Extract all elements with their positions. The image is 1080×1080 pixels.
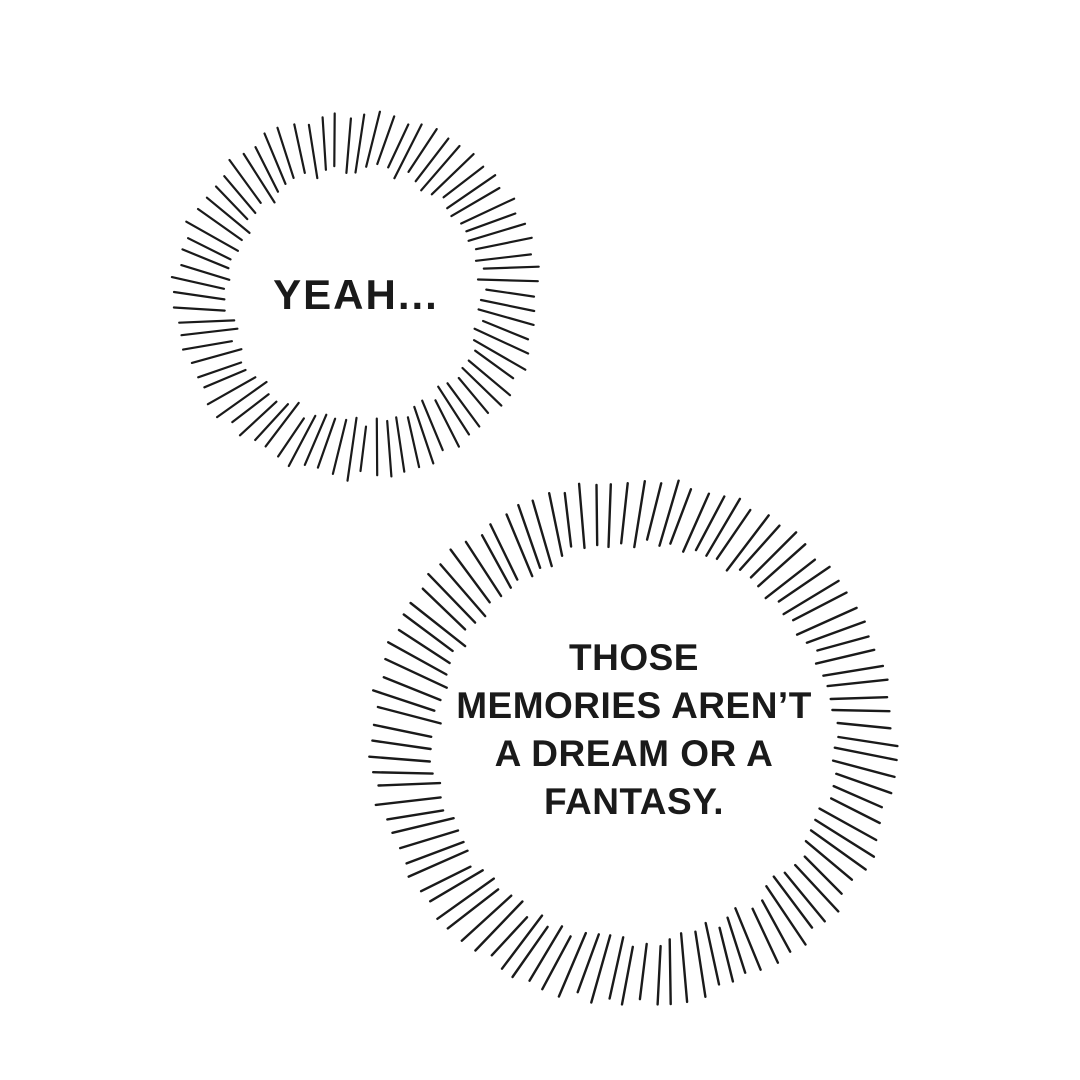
speech-bubble-memories: THOSE MEMORIES AREN’T A DREAM OR A FANTA… (364, 472, 904, 1012)
speech-text-memories: THOSE MEMORIES AREN’T A DREAM OR A FANTA… (456, 636, 812, 823)
speech-text-yeah: YEAH... (273, 271, 439, 318)
burst-border-icon (368, 479, 899, 1006)
speech-bubble-yeah: YEAH... (166, 105, 546, 485)
burst-border-icon (170, 110, 540, 482)
